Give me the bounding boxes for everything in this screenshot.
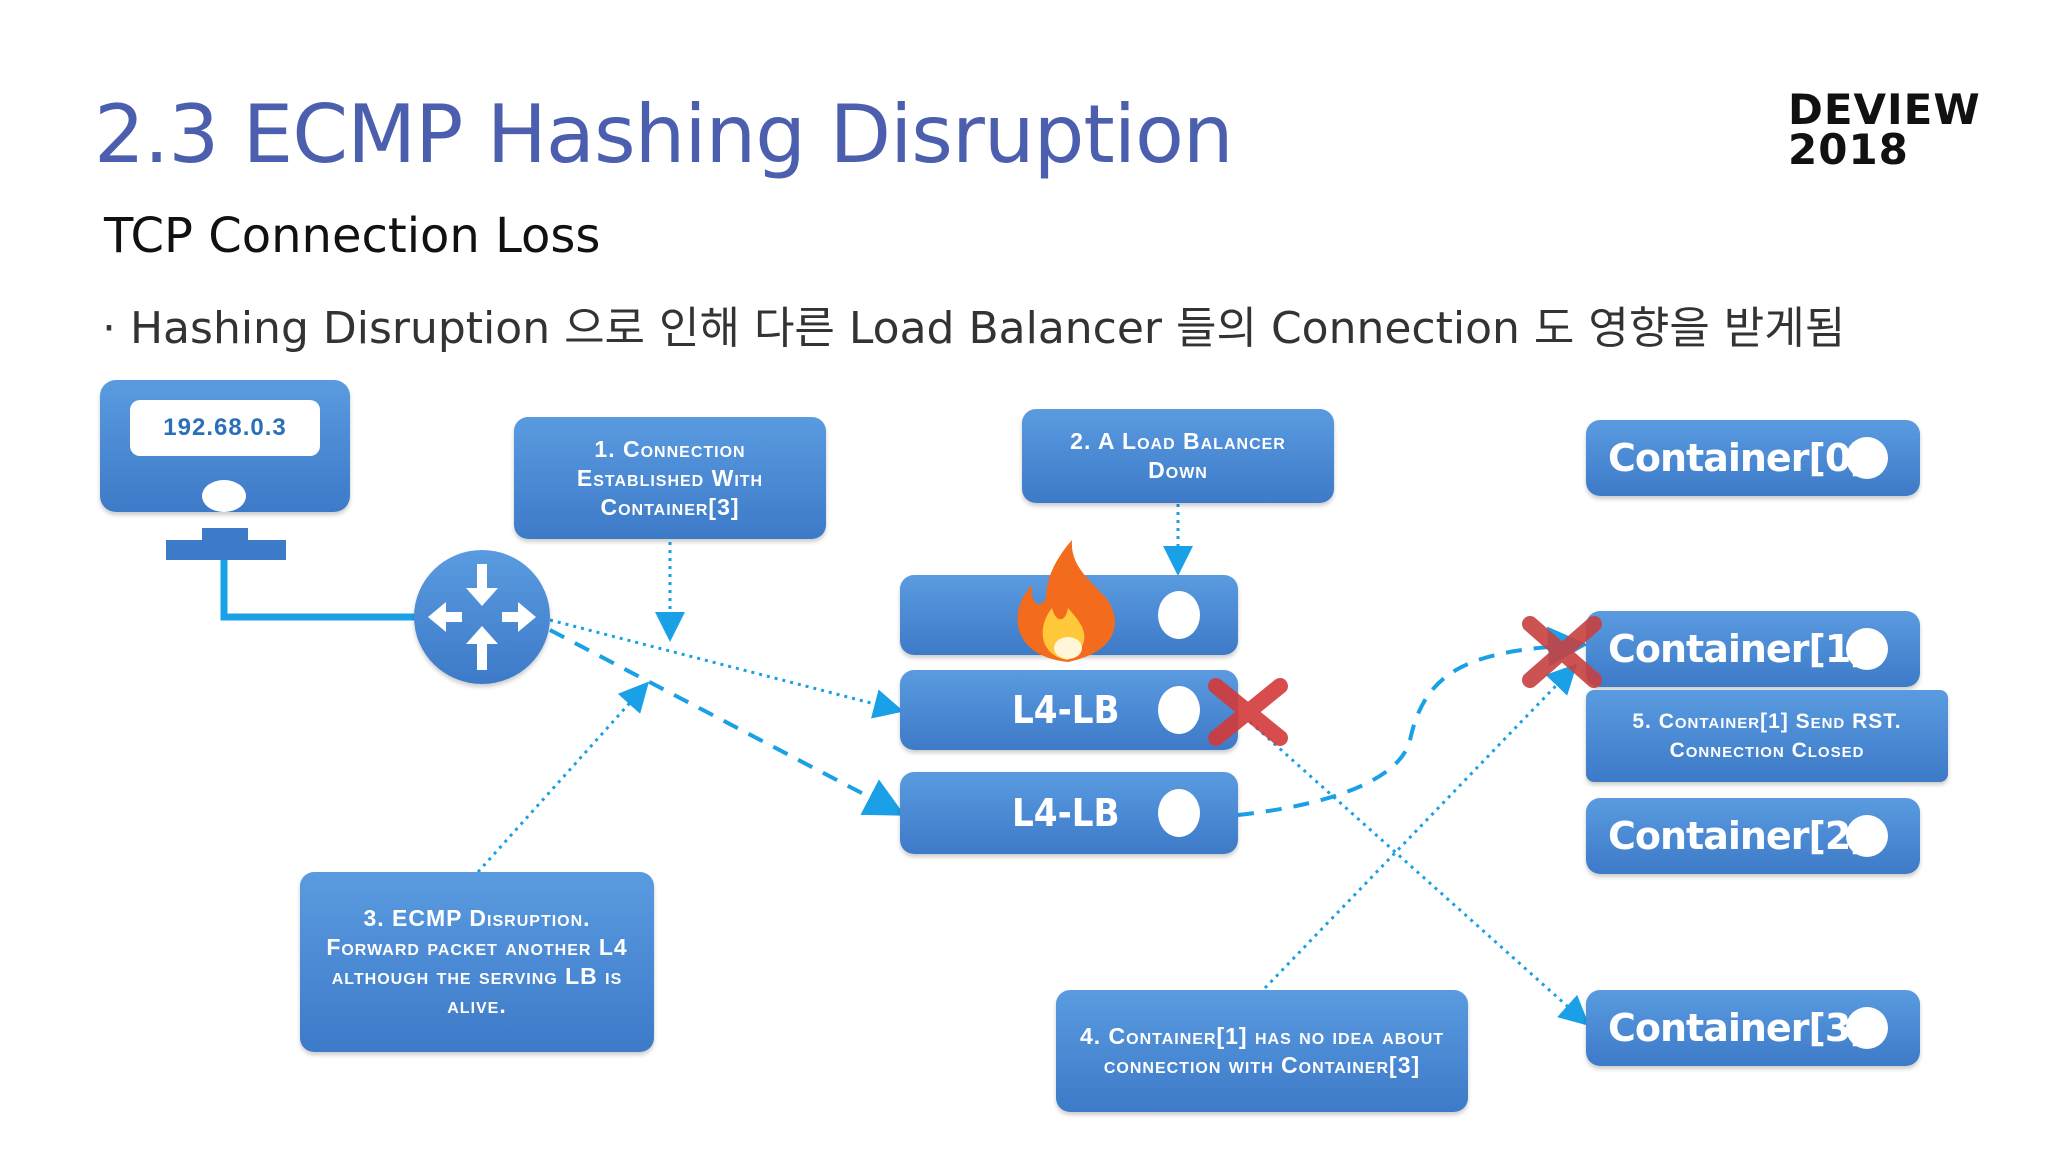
note4-arrow [1263,663,1578,990]
cable-line [220,558,418,621]
container1-dot [1846,628,1888,670]
note-container1-no-idea: 4. Container[1] has no idea about connec… [1056,990,1468,1112]
router-icon [414,550,550,684]
note-ecmp-disruption: 3. ECMP Disruption. Forward packet anoth… [300,872,654,1052]
logo-line1: DEVIEW [1788,85,1981,134]
load-balancer-3: L4-LB [900,772,1238,854]
lb3-label: L4-LB [1012,791,1120,835]
container1-label: Container[1] [1608,627,1868,671]
monitor-screen: 192.68.0.3 [130,400,320,456]
container2-dot [1846,815,1888,857]
monitor-stand [202,528,248,540]
note1-text: 1. Connection Established With Container… [576,435,764,520]
note3-arrow [476,681,650,874]
container1-cross-icon [1522,616,1602,688]
deview-logo: DEVIEW 2018 [1788,85,1981,174]
slide-subtitle: TCP Connection Loss [104,208,601,264]
note3-text: 3. ECMP Disruption. Forward packet anoth… [326,905,628,1018]
container-1: Container[1] [1586,611,1920,687]
flow-router-lb3 [549,628,906,816]
lb2-status-dot [1158,686,1200,734]
lb1-status-dot [1158,591,1200,639]
note-lb-down: 2. A Load Balancer Down [1022,409,1334,503]
monitor-base [166,540,286,560]
container3-dot [1846,1007,1888,1049]
client-ip: 192.68.0.3 [163,414,287,441]
lb2-label: L4-LB [1012,688,1120,732]
slide-title: 2.3 ECMP Hashing Disruption [94,88,1234,181]
note5-text: 5. Container[1] Send RST. Connection Clo… [1632,710,1902,762]
flow-lb3-container1 [1237,626,1588,817]
note4-text: 4. Container[1] has no idea about connec… [1079,1023,1445,1078]
container-0: Container[0] [1586,420,1920,496]
container3-label: Container[3] [1608,1006,1868,1050]
note2-text: 2. A Load Balancer Down [1070,428,1286,483]
container0-dot [1846,437,1888,479]
note-connection-established: 1. Connection Established With Container… [514,417,826,539]
bullet-text: · Hashing Disruption 으로 인해 다른 Load Balan… [102,303,1846,354]
container2-label: Container[2] [1608,814,1868,858]
container0-label: Container[0] [1608,436,1868,480]
logo-line2: 2018 [1788,125,1909,174]
monitor-button-icon [202,480,246,512]
flow-lb2-container3 [1248,720,1590,1027]
load-balancer-2: L4-LB [900,670,1238,750]
container-3: Container[3] [1586,990,1920,1066]
note-container1-rst: 5. Container[1] Send RST. Connection Clo… [1586,690,1948,782]
router-arrows [428,564,536,670]
lb3-status-dot [1158,789,1200,837]
lb-cross-icon [1208,678,1288,746]
container-2: Container[2] [1586,798,1920,874]
